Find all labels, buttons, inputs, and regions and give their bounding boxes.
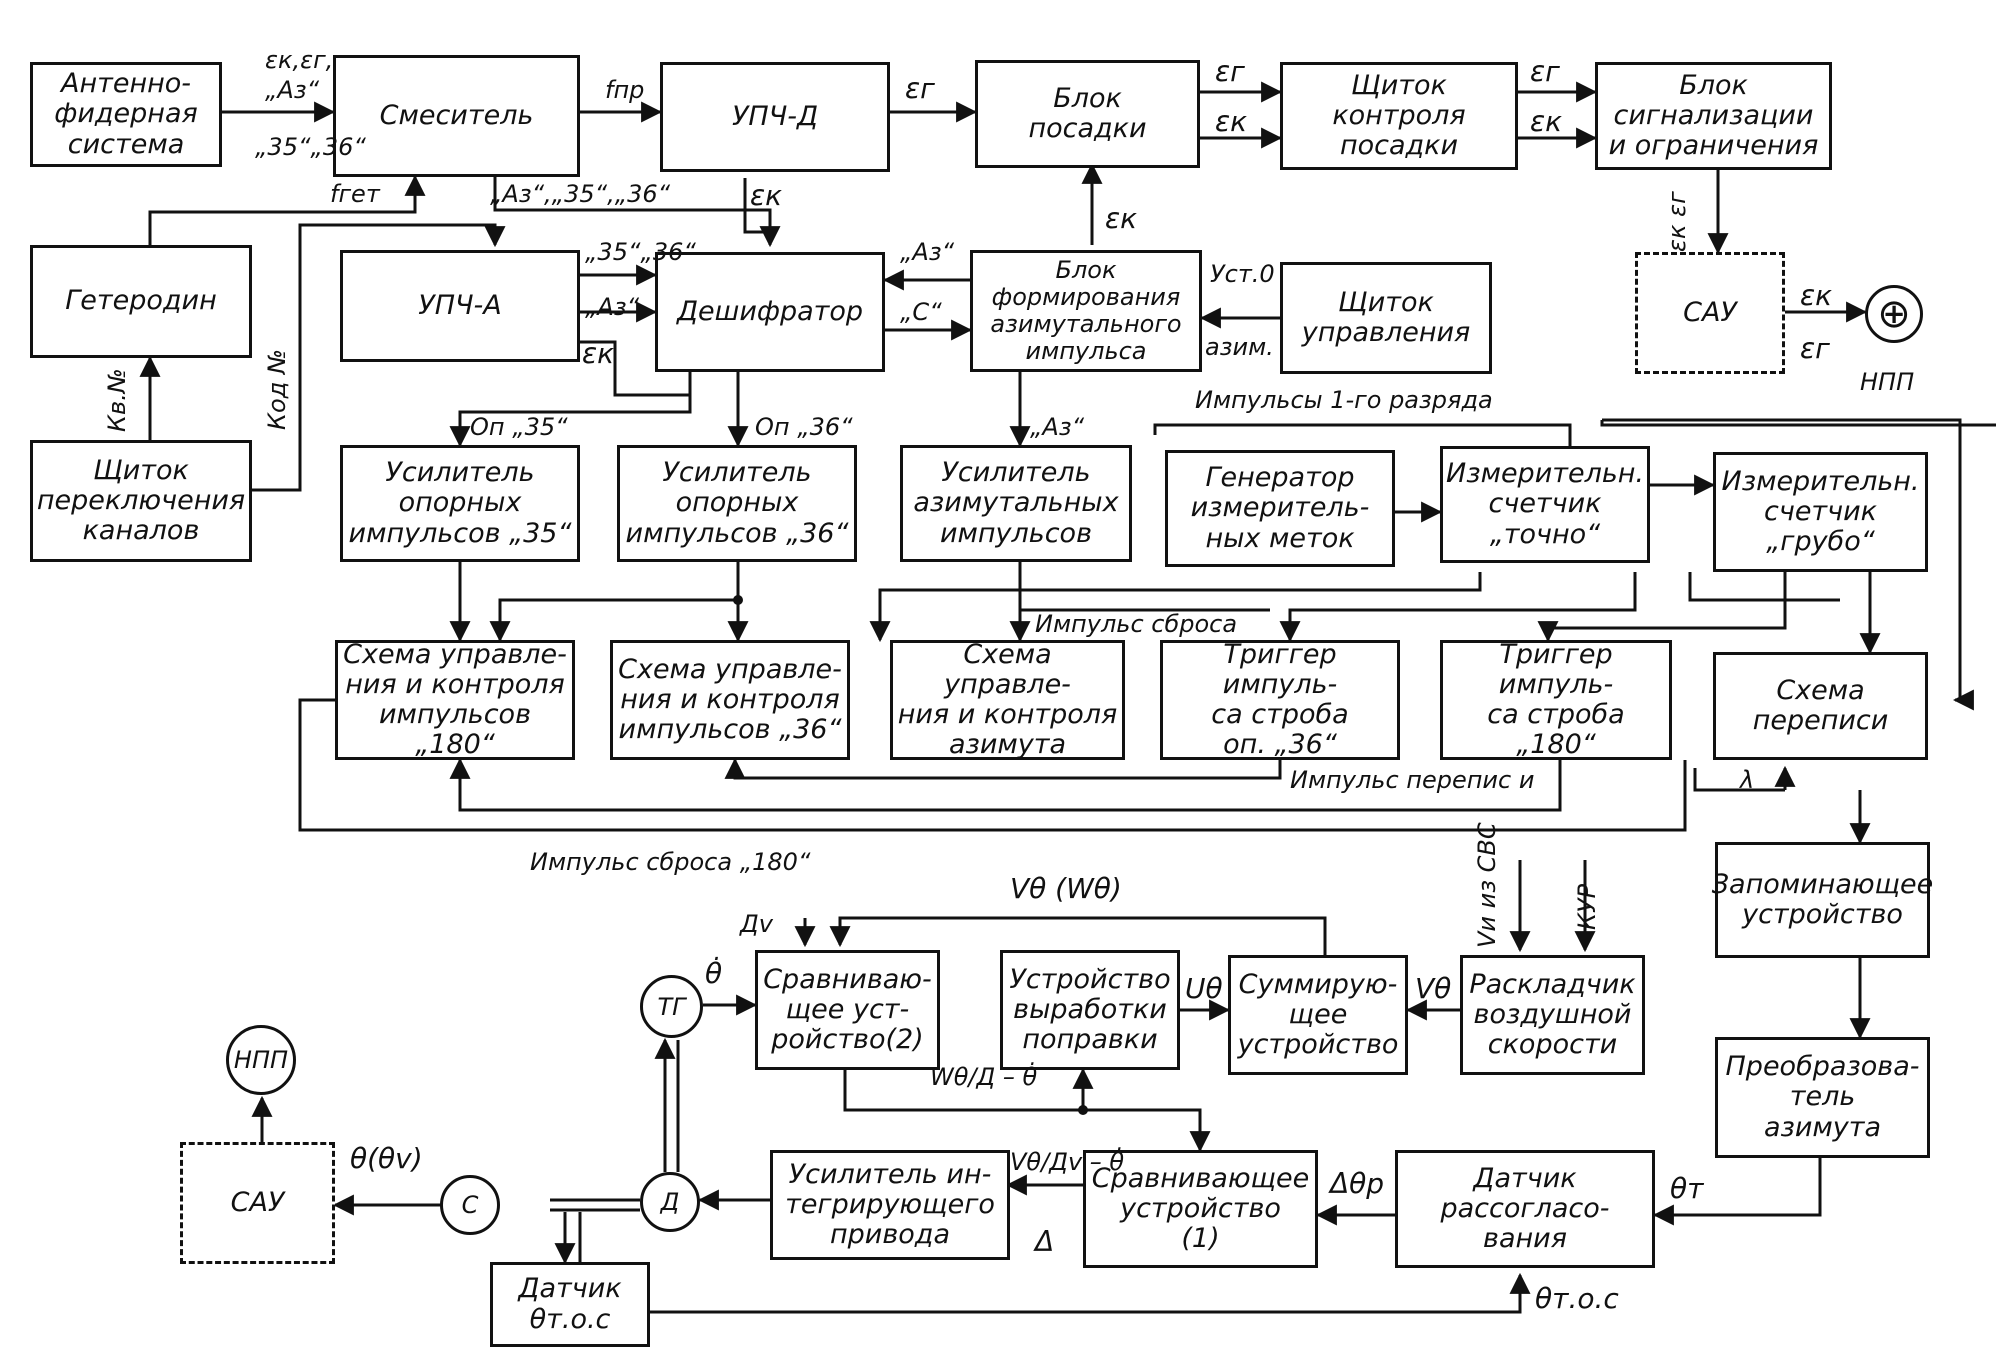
eps-k-label-2: εк: [1215, 105, 1248, 138]
rewrite-pulse-label: Импульс перепис и: [1290, 766, 1535, 794]
delta-label: Δ: [1035, 1225, 1055, 1258]
npp-indicator-icon: ⊕: [1865, 285, 1923, 343]
u-theta-label: Uθ: [1185, 972, 1223, 1005]
theta-dot-label: θ̇: [705, 957, 723, 990]
eps-g-label-2: εг: [1215, 55, 1245, 88]
theta-v-label: θ(θv): [350, 1142, 423, 1175]
azimuth-converter: Преобразова- тель азимута: [1715, 1037, 1930, 1158]
d-v-label: Дv: [740, 910, 773, 938]
npp-top-label: НПП: [1860, 368, 1915, 396]
landing-control-panel: Щиток контроля посадки: [1280, 62, 1518, 170]
az-label-2: „Аз“: [585, 293, 640, 321]
comparator-2: Сравниваю- щее уст- ройство(2): [755, 950, 940, 1070]
eps-k-label-4: εк: [750, 179, 783, 212]
memory-device: Запоминающее устройство: [1712, 842, 1933, 958]
amp-ref-35: Усилитель опорных импульсов „35“: [340, 445, 580, 562]
c-label: „С“: [900, 298, 942, 326]
eps-g-label-1: εг: [905, 72, 935, 105]
kv-no-label: Кв.№: [103, 368, 131, 432]
airspeed-resolver: Раскладчик воздушной скорости: [1460, 955, 1645, 1075]
v-d-theta-label: Vθ/Дv – θ̇: [1010, 1148, 1125, 1176]
counter-coarse: Измерительн. счетчик „грубо“: [1713, 452, 1928, 572]
w-d-theta-label: Wθ/Д – θ̇: [930, 1063, 1038, 1091]
upch-d-block: УПЧ-Д: [660, 62, 890, 172]
f-get-label: fгет: [330, 180, 380, 208]
az-label-3: „Аз“: [900, 238, 955, 266]
pulses-1st-digit-label: Импульсы 1-го разряда: [1195, 386, 1493, 414]
eps-k-label-6: εк: [582, 337, 615, 370]
counter-fine: Измерительн. счетчик „точно“: [1440, 446, 1650, 563]
strobe-trigger-36: Триггер импуль- са строба оп. „36“: [1160, 639, 1400, 760]
eps-k-g-vertical-label: εк εг: [1663, 191, 1691, 252]
lambda-label: λ: [1740, 766, 1755, 794]
s-circle: С: [440, 1175, 500, 1235]
eps-k-label-7: εк: [1800, 279, 1833, 312]
signal-limit-unit: Блок сигнализации и ограничения: [1595, 62, 1832, 170]
ust0-label: Уст.0: [1210, 260, 1275, 288]
rewrite-scheme: Схема переписи: [1713, 652, 1928, 760]
correction-device: Устройство выработки поправки: [1000, 950, 1180, 1070]
amp-azimuth: Усилитель азимутальных импульсов: [900, 445, 1132, 562]
landing-unit-block: Блок посадки: [975, 60, 1200, 168]
sau-top-block: САУ: [1635, 252, 1785, 374]
azim-label: азим.: [1205, 333, 1274, 361]
sau-bottom-block: САУ: [180, 1142, 335, 1264]
ref-35-36-label-b: „35“„36“: [585, 238, 696, 266]
op36-label: Оп „36“: [755, 413, 853, 441]
v-theta-label: Vθ: [1415, 972, 1452, 1005]
npp-bottom-circle: НПП: [226, 1025, 296, 1095]
ref-35-36-label: „35“„36“: [255, 133, 366, 161]
theta-t-label: θт: [1670, 1172, 1704, 1205]
eps-k-label-5: εк: [1105, 202, 1138, 235]
vi-svs-label: Vи из СВС: [1473, 822, 1501, 948]
antenna-feeder-system: Антенно- фидерная система: [30, 62, 222, 167]
control-scheme-azimuth: Схема управле- ния и контроля азимута: [890, 639, 1125, 760]
reset-pulse-label: Импульс сброса: [1035, 610, 1238, 638]
decoder-block: Дешифратор: [655, 252, 885, 372]
control-scheme-180: Схема управле- ния и контроля импульсов …: [335, 639, 575, 760]
mark-generator: Генератор измеритель- ных меток: [1165, 450, 1395, 567]
feedback-sensor: Датчик θт.о.с: [490, 1262, 650, 1347]
az-label: „Аз“: [265, 76, 320, 104]
mixer-block: Смеситель: [333, 55, 580, 177]
tachogenerator-circle: ТГ: [640, 975, 703, 1038]
kod-no-label: Код №: [263, 349, 291, 430]
eps-g-label-3: εг: [1530, 55, 1560, 88]
summing-device: Суммирую- щее устройство: [1228, 955, 1408, 1075]
control-panel-block: Щиток управления: [1280, 262, 1492, 374]
op35-label: Оп „35“: [470, 413, 568, 441]
heterodyne-block: Гетеродин: [30, 245, 252, 358]
delta-theta-r-label: Δθр: [1330, 1167, 1385, 1200]
control-scheme-36: Схема управле- ния и контроля импульсов …: [610, 640, 850, 760]
channel-switch-panel: Щиток переключения каналов: [30, 440, 252, 562]
amp-ref-36: Усилитель опорных импульсов „36“: [617, 445, 857, 562]
strobe-trigger-180: Триггер импуль- са строба „180“: [1440, 639, 1672, 760]
az-35-36-label: „Аз“,„35“,„36“: [490, 180, 671, 208]
theta-tos-label: θт.о.с: [1535, 1282, 1619, 1315]
v-theta-w-label: Vθ (Wθ): [1010, 872, 1122, 905]
upch-a-block: УПЧ-А: [340, 250, 580, 362]
comparator-1: Сравнивающее устройство (1): [1083, 1150, 1318, 1268]
eps-label: εк,εг,: [265, 46, 334, 74]
mismatch-sensor: Датчик рассогласо- вания: [1395, 1150, 1655, 1268]
azimuth-pulse-former: Блок формирования азимутального импульса: [970, 250, 1202, 372]
eps-g-label-7: εг: [1800, 332, 1830, 365]
az-label-4: „Аз“: [1030, 413, 1085, 441]
integrating-drive-amp: Усилитель ин- тегрирующего привода: [770, 1150, 1010, 1260]
d-circle: Д: [640, 1172, 700, 1232]
reset-180-label: Импульс сброса „180“: [530, 848, 811, 876]
kur-label: КУР: [1573, 883, 1601, 930]
eps-k-label-3: εк: [1530, 105, 1563, 138]
f-pr-label: fпр: [605, 76, 645, 104]
